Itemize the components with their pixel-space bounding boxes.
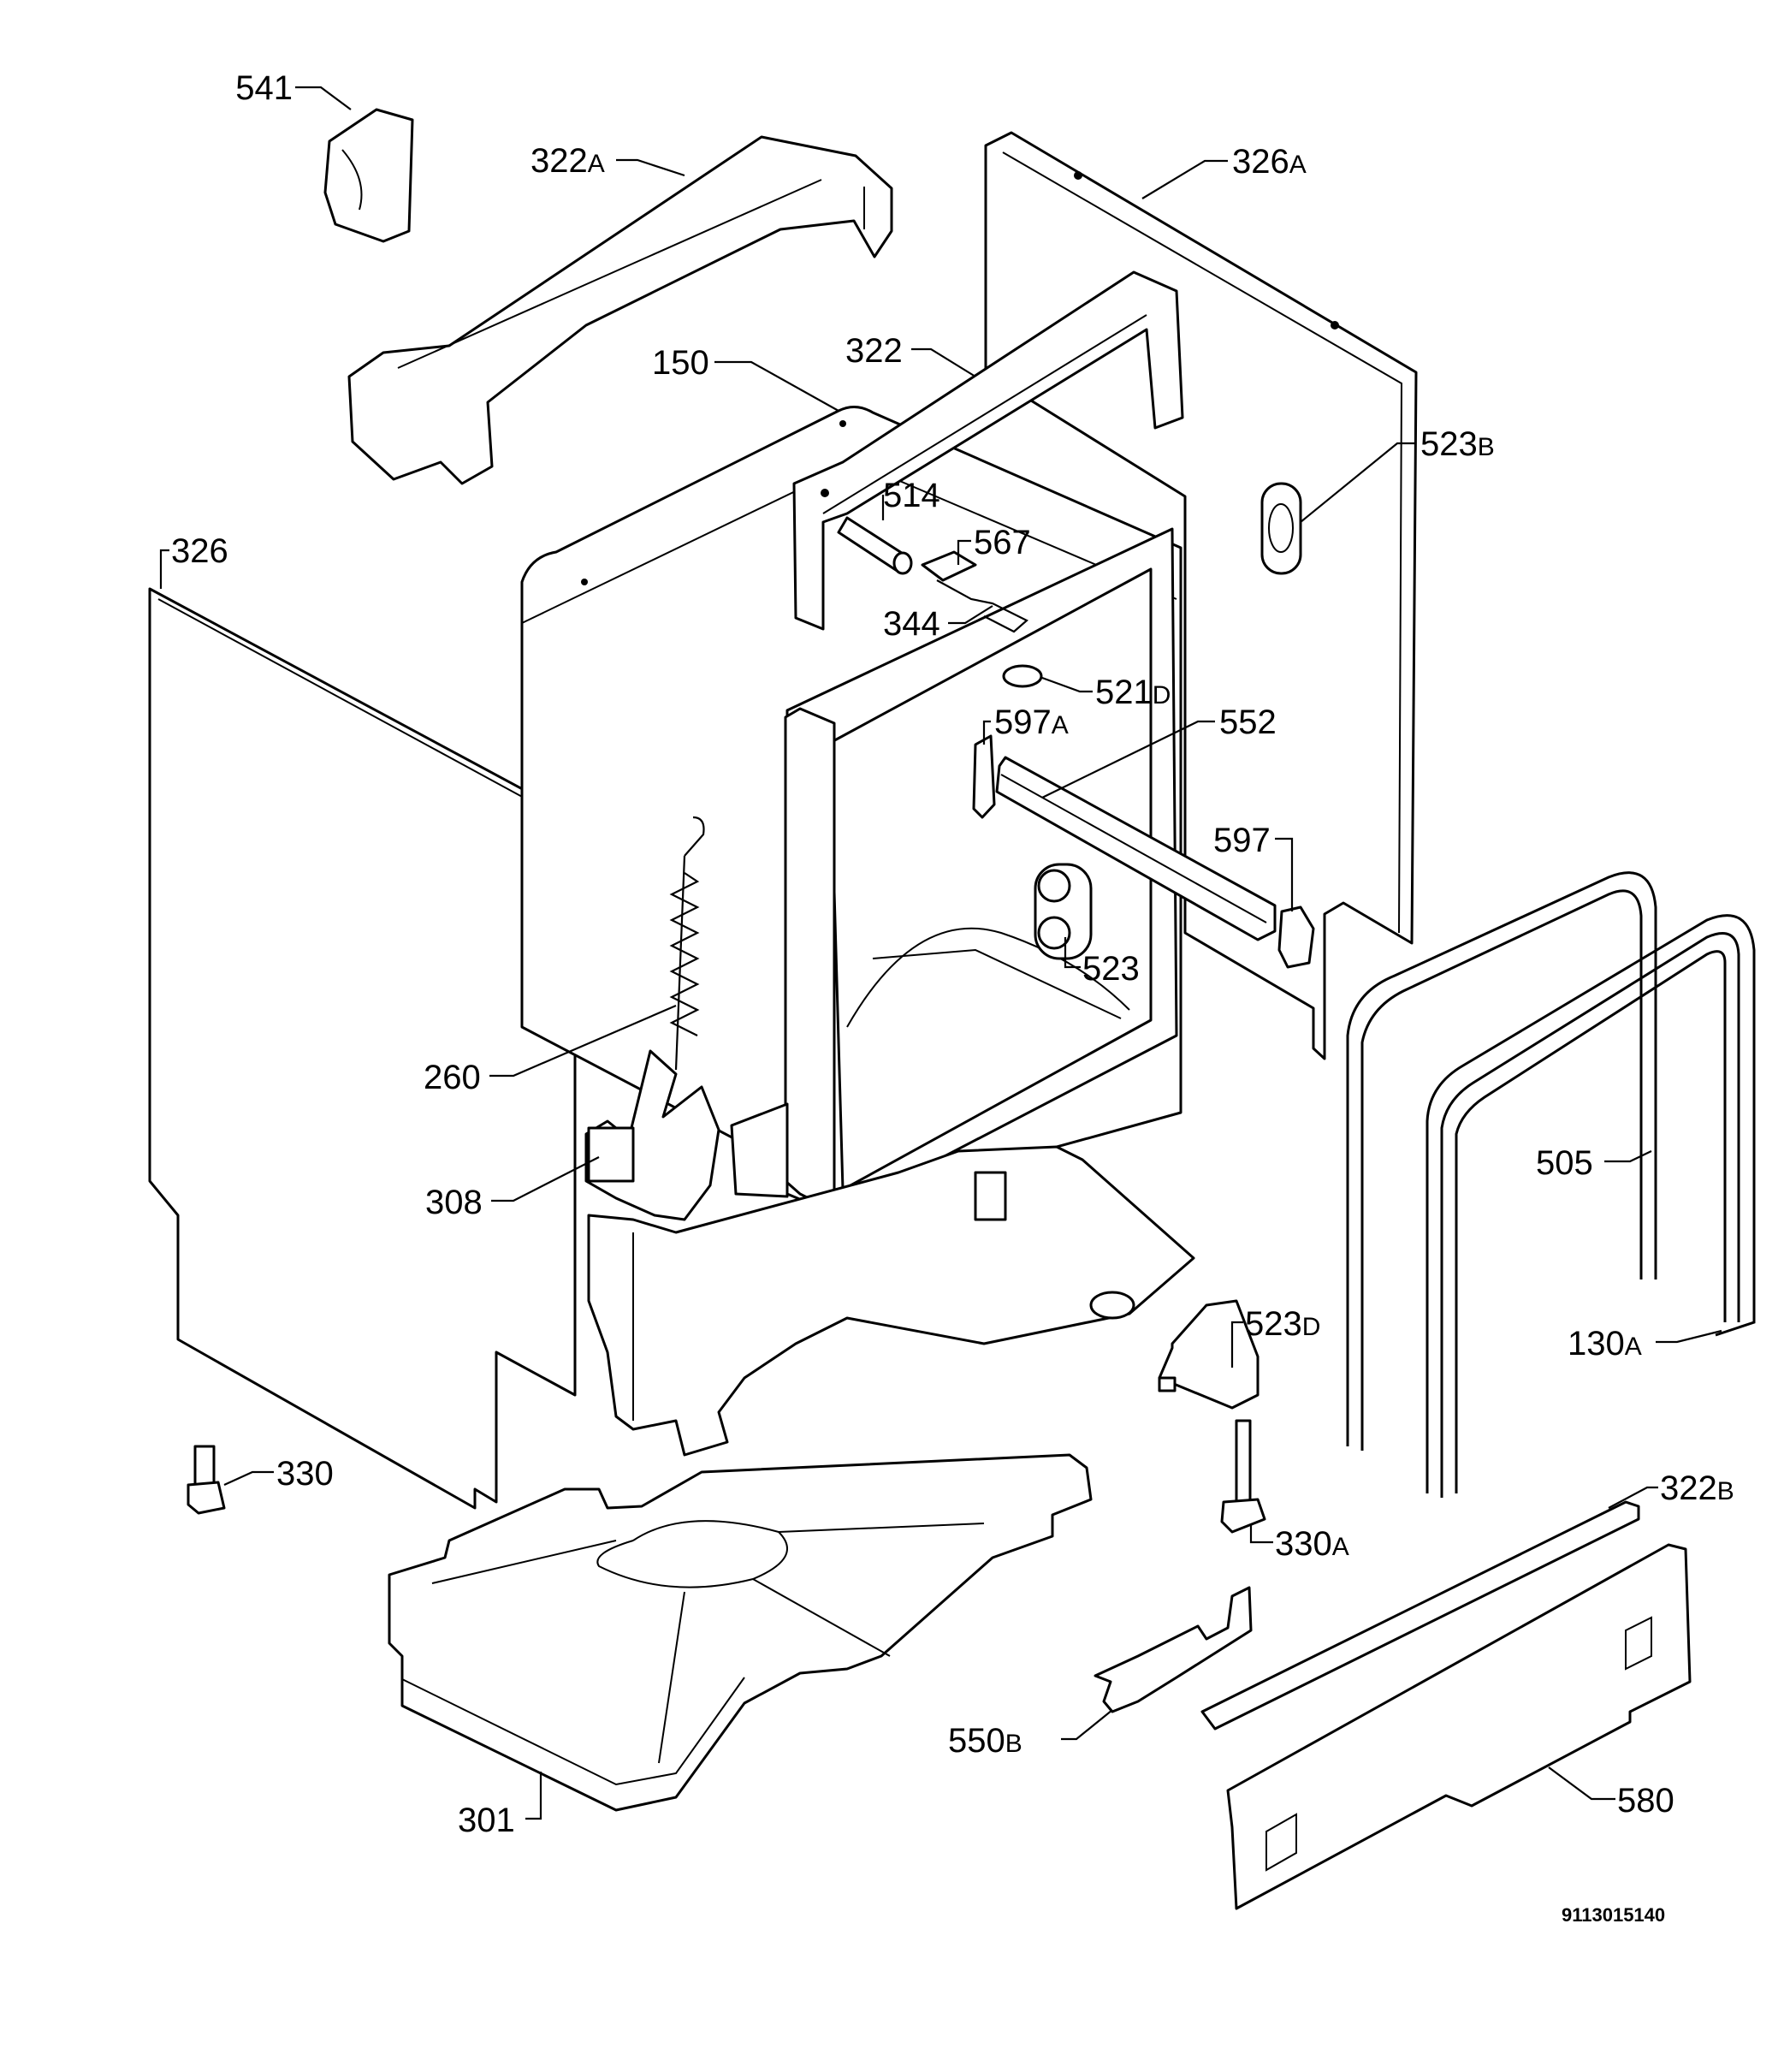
- part-521D-grommet: [1002, 664, 1043, 688]
- part-301-base-tray: [388, 1453, 1093, 1812]
- part-260-spring: [669, 816, 705, 1071]
- part-344-spring-clip: [936, 579, 1028, 633]
- label-330: 330: [276, 1455, 334, 1493]
- label-322A: 322A: [530, 142, 605, 180]
- label-514: 514: [883, 477, 940, 514]
- labels: 541 322A 326A 150 322 523B 326 514 567 3…: [171, 69, 1734, 1926]
- part-597A-clip: [972, 734, 996, 819]
- part-326A-side-panel: [984, 131, 1418, 1060]
- part-322A-top-bracket: [347, 135, 893, 485]
- label-326: 326: [171, 532, 228, 570]
- part-580-toe-kick: [1226, 1543, 1692, 1910]
- part-326-side-panel: [148, 587, 577, 1510]
- part-330-foot: [187, 1445, 226, 1515]
- part-552-rail: [995, 756, 1277, 941]
- label-523B: 523B: [1420, 425, 1495, 463]
- leader-lines: [159, 86, 1722, 1820]
- part-523D-chute: [1158, 1299, 1260, 1410]
- label-521D: 521D: [1095, 674, 1171, 711]
- label-597A: 597A: [994, 704, 1069, 741]
- label-597: 597: [1213, 822, 1271, 859]
- diagram-code: 9113015140: [1562, 1904, 1665, 1926]
- part-322-upper-frame: [792, 270, 1184, 631]
- part-330A-foot: [1220, 1419, 1266, 1534]
- label-550B: 550B: [948, 1722, 1022, 1760]
- label-130A: 130A: [1568, 1325, 1642, 1363]
- part-523-fitting: [1034, 863, 1093, 960]
- part-567-plate: [921, 550, 977, 582]
- label-523D: 523D: [1245, 1305, 1320, 1343]
- part-550B-bracket: [1094, 1586, 1253, 1713]
- label-330A: 330A: [1275, 1525, 1349, 1563]
- part-322B-rail: [1200, 1500, 1640, 1731]
- part-597-clip: [1277, 905, 1315, 969]
- label-308: 308: [425, 1184, 483, 1221]
- part-541-hook: [323, 108, 414, 243]
- label-326A: 326A: [1232, 143, 1307, 181]
- label-344: 344: [883, 605, 940, 643]
- label-301: 301: [458, 1802, 515, 1839]
- label-580: 580: [1617, 1782, 1674, 1820]
- part-514-pin: [837, 516, 913, 575]
- label-505: 505: [1536, 1144, 1593, 1182]
- label-150: 150: [652, 344, 709, 382]
- label-523: 523: [1082, 950, 1140, 988]
- part-505-gasket: [1346, 871, 1657, 1451]
- label-322: 322: [845, 332, 903, 370]
- part-tub-front-frame: [785, 527, 1178, 1215]
- part-308-hinge: [584, 1049, 720, 1221]
- label-541: 541: [235, 69, 293, 107]
- label-260: 260: [424, 1059, 481, 1096]
- part-base-frame: [587, 1145, 1195, 1457]
- label-322B: 322B: [1660, 1469, 1734, 1507]
- label-552: 552: [1219, 704, 1277, 741]
- part-523B-fitting: [1260, 482, 1302, 575]
- part-130A-gasket: [1425, 914, 1756, 1498]
- label-567: 567: [974, 524, 1031, 561]
